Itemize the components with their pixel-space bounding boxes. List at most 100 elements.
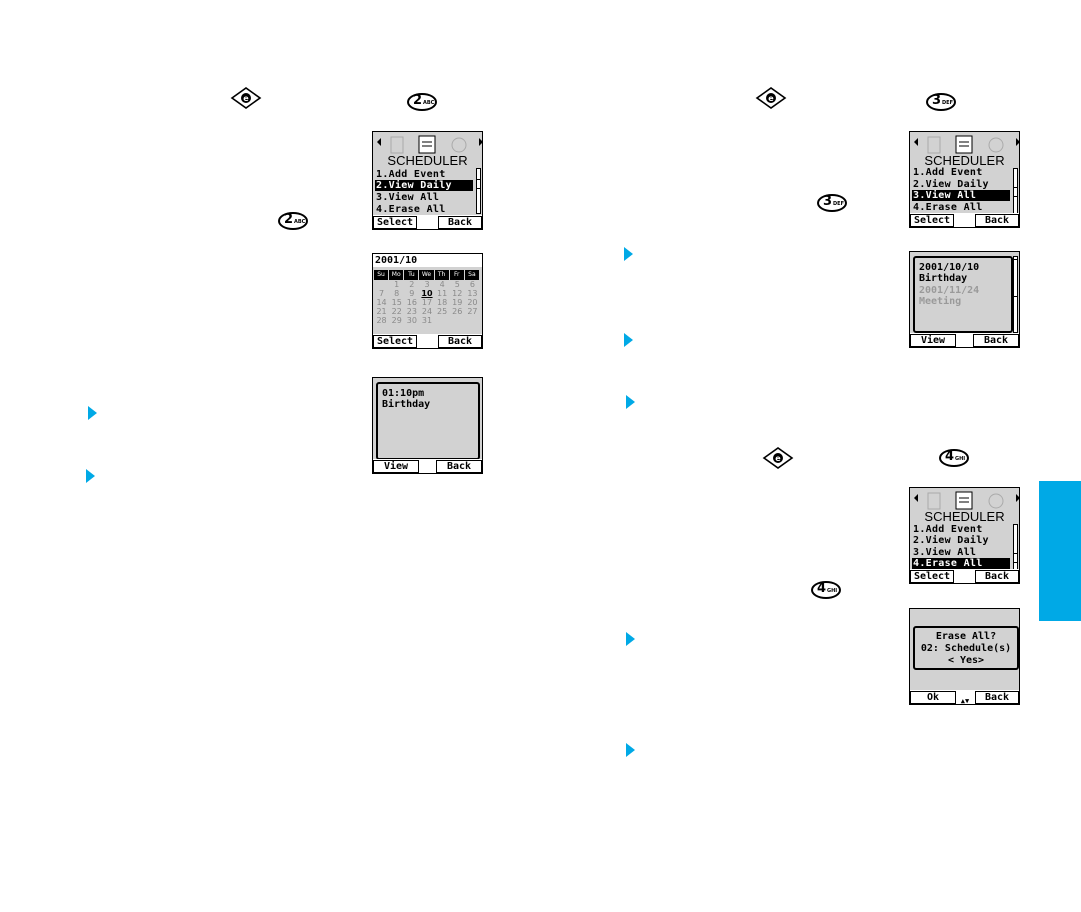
- calendar-day[interactable]: 14: [376, 298, 387, 307]
- calendar-day[interactable]: [374, 280, 389, 289]
- calendar-day[interactable]: 28: [376, 316, 387, 325]
- calendar-day[interactable]: [435, 316, 450, 325]
- calendar-day[interactable]: 10: [421, 289, 433, 298]
- select-softkey[interactable]: Select: [373, 216, 417, 229]
- select-softkey[interactable]: Select: [910, 570, 954, 583]
- calendar-day[interactable]: 11: [437, 289, 448, 298]
- calendar-day[interactable]: 23: [406, 307, 417, 316]
- calendar-day[interactable]: 2: [409, 280, 415, 289]
- calendar-day[interactable]: 12: [452, 289, 463, 298]
- scheduler-icon-row: [910, 134, 1019, 154]
- key-2-icon: 2 ABC: [277, 211, 309, 231]
- calendar-day[interactable]: 4: [439, 280, 445, 289]
- scheduler-title: SCHEDULER: [924, 509, 1005, 524]
- menu-item-view-daily[interactable]: 2.View Daily: [375, 180, 473, 191]
- calendar-day[interactable]: 18: [437, 298, 448, 307]
- bullet-arrow-icon: [626, 632, 635, 646]
- calendar-day[interactable]: 19: [452, 298, 463, 307]
- scrollbar[interactable]: [1013, 168, 1018, 214]
- key-3-icon: 3 DEF: [925, 92, 957, 112]
- view-softkey[interactable]: View: [373, 460, 419, 473]
- calendar-day[interactable]: 15: [391, 298, 402, 307]
- calendar-day[interactable]: 1: [394, 280, 400, 289]
- calendar-day[interactable]: 13: [467, 289, 478, 298]
- erase-confirm-screen: Erase All? 02: Schedule(s) < Yes> Ok ▲▼ …: [909, 608, 1020, 705]
- key-3-icon: 3 DEF: [816, 193, 848, 213]
- calendar-day[interactable]: 21: [376, 307, 387, 316]
- calendar-day[interactable]: 9: [409, 289, 415, 298]
- key-4-icon: 4 GHI: [938, 448, 970, 468]
- calendar-dow-label: Mo: [389, 270, 405, 280]
- yes-option[interactable]: < Yes>: [947, 655, 985, 666]
- menu-item-view-daily[interactable]: 2.View Daily: [913, 179, 989, 190]
- erase-question: Erase All?: [935, 631, 997, 642]
- select-softkey[interactable]: Select: [373, 335, 417, 348]
- up-down-nav-icon: ▲▼: [960, 697, 970, 705]
- back-softkey[interactable]: Back: [975, 570, 1019, 583]
- section-tab: [1039, 481, 1081, 621]
- calendar-day[interactable]: [465, 316, 480, 325]
- back-softkey[interactable]: Back: [975, 691, 1019, 704]
- menu-item-add-event[interactable]: 1.Add Event: [376, 169, 446, 180]
- scrollbar[interactable]: [1013, 524, 1018, 570]
- calendar-day[interactable]: 22: [391, 307, 402, 316]
- calendar-day[interactable]: 17: [421, 298, 433, 307]
- menu-item-add-event[interactable]: 1.Add Event: [913, 167, 983, 178]
- event-title: Birthday: [382, 399, 431, 410]
- scheduler-title: SCHEDULER: [387, 153, 468, 168]
- calendar-day[interactable]: 7: [379, 289, 385, 298]
- calendar-day[interactable]: 27: [467, 307, 478, 316]
- calendar-day[interactable]: 30: [406, 316, 417, 325]
- scrollbar[interactable]: [1013, 256, 1018, 333]
- menu-item-view-all[interactable]: 3.View All: [376, 192, 440, 203]
- event-date-1[interactable]: 2001/10/10: [919, 262, 980, 273]
- event-date-2[interactable]: 2001/11/24: [919, 285, 980, 296]
- back-softkey[interactable]: Back: [973, 334, 1019, 347]
- calendar-day[interactable]: 31: [421, 316, 433, 325]
- calendar-day[interactable]: [450, 316, 465, 325]
- event-name-1[interactable]: Birthday: [919, 273, 968, 284]
- event-text-box: 01:10pm Birthday: [376, 382, 480, 460]
- back-softkey[interactable]: Back: [438, 335, 482, 348]
- calendar-day[interactable]: 5: [454, 280, 460, 289]
- scheduler-menu-screen-erase-all: SCHEDULER 1.Add Event 2.View Daily 3.Vie…: [909, 487, 1020, 584]
- view-softkey[interactable]: View: [910, 334, 956, 347]
- ok-softkey[interactable]: Ok: [910, 691, 956, 704]
- calendar-day[interactable]: 6: [469, 280, 475, 289]
- calendar-day[interactable]: 26: [452, 307, 463, 316]
- calendar-week-row: 14 15 16 17 18 19 20: [374, 298, 480, 307]
- scheduler-menu-screen: SCHEDULER 1.Add Event 2.View Daily 3.Vie…: [372, 131, 483, 230]
- scheduler-icon-row: [373, 134, 482, 154]
- menu-item-erase-all[interactable]: 4.Erase All: [912, 558, 1010, 569]
- calendar-day[interactable]: 20: [467, 298, 478, 307]
- event-name-2[interactable]: Meeting: [919, 296, 962, 307]
- calendar-day[interactable]: 3: [424, 280, 430, 289]
- calendar-dow-label: Th: [435, 270, 450, 280]
- back-softkey[interactable]: Back: [438, 216, 482, 229]
- key-2-icon: 2 ABC: [406, 92, 438, 112]
- calendar-day[interactable]: 29: [391, 316, 402, 325]
- calendar-dow-label: Fr: [450, 270, 465, 280]
- back-softkey[interactable]: Back: [436, 460, 482, 473]
- calendar-day[interactable]: 25: [437, 307, 448, 316]
- scrollbar[interactable]: [476, 168, 481, 214]
- calendar-day[interactable]: 8: [394, 289, 400, 298]
- menu-key-icon: e: [762, 447, 794, 469]
- event-time: 01:10pm: [382, 388, 425, 399]
- menu-item-view-all[interactable]: 3.View All: [913, 547, 977, 558]
- menu-item-view-daily[interactable]: 2.View Daily: [913, 535, 989, 546]
- calendar-day[interactable]: 24: [421, 307, 433, 316]
- menu-item-view-all[interactable]: 3.View All: [912, 190, 1010, 201]
- event-detail-screen: 01:10pm Birthday View Back: [372, 377, 483, 474]
- calendar-day[interactable]: 16: [406, 298, 417, 307]
- back-softkey[interactable]: Back: [975, 214, 1019, 227]
- erase-dialog: Erase All? 02: Schedule(s) < Yes>: [913, 626, 1019, 670]
- menu-item-erase-all[interactable]: 4.Erase All: [376, 204, 446, 215]
- menu-item-erase-all[interactable]: 4.Erase All: [913, 202, 983, 213]
- select-softkey[interactable]: Select: [910, 214, 954, 227]
- menu-item-add-event[interactable]: 1.Add Event: [913, 524, 983, 535]
